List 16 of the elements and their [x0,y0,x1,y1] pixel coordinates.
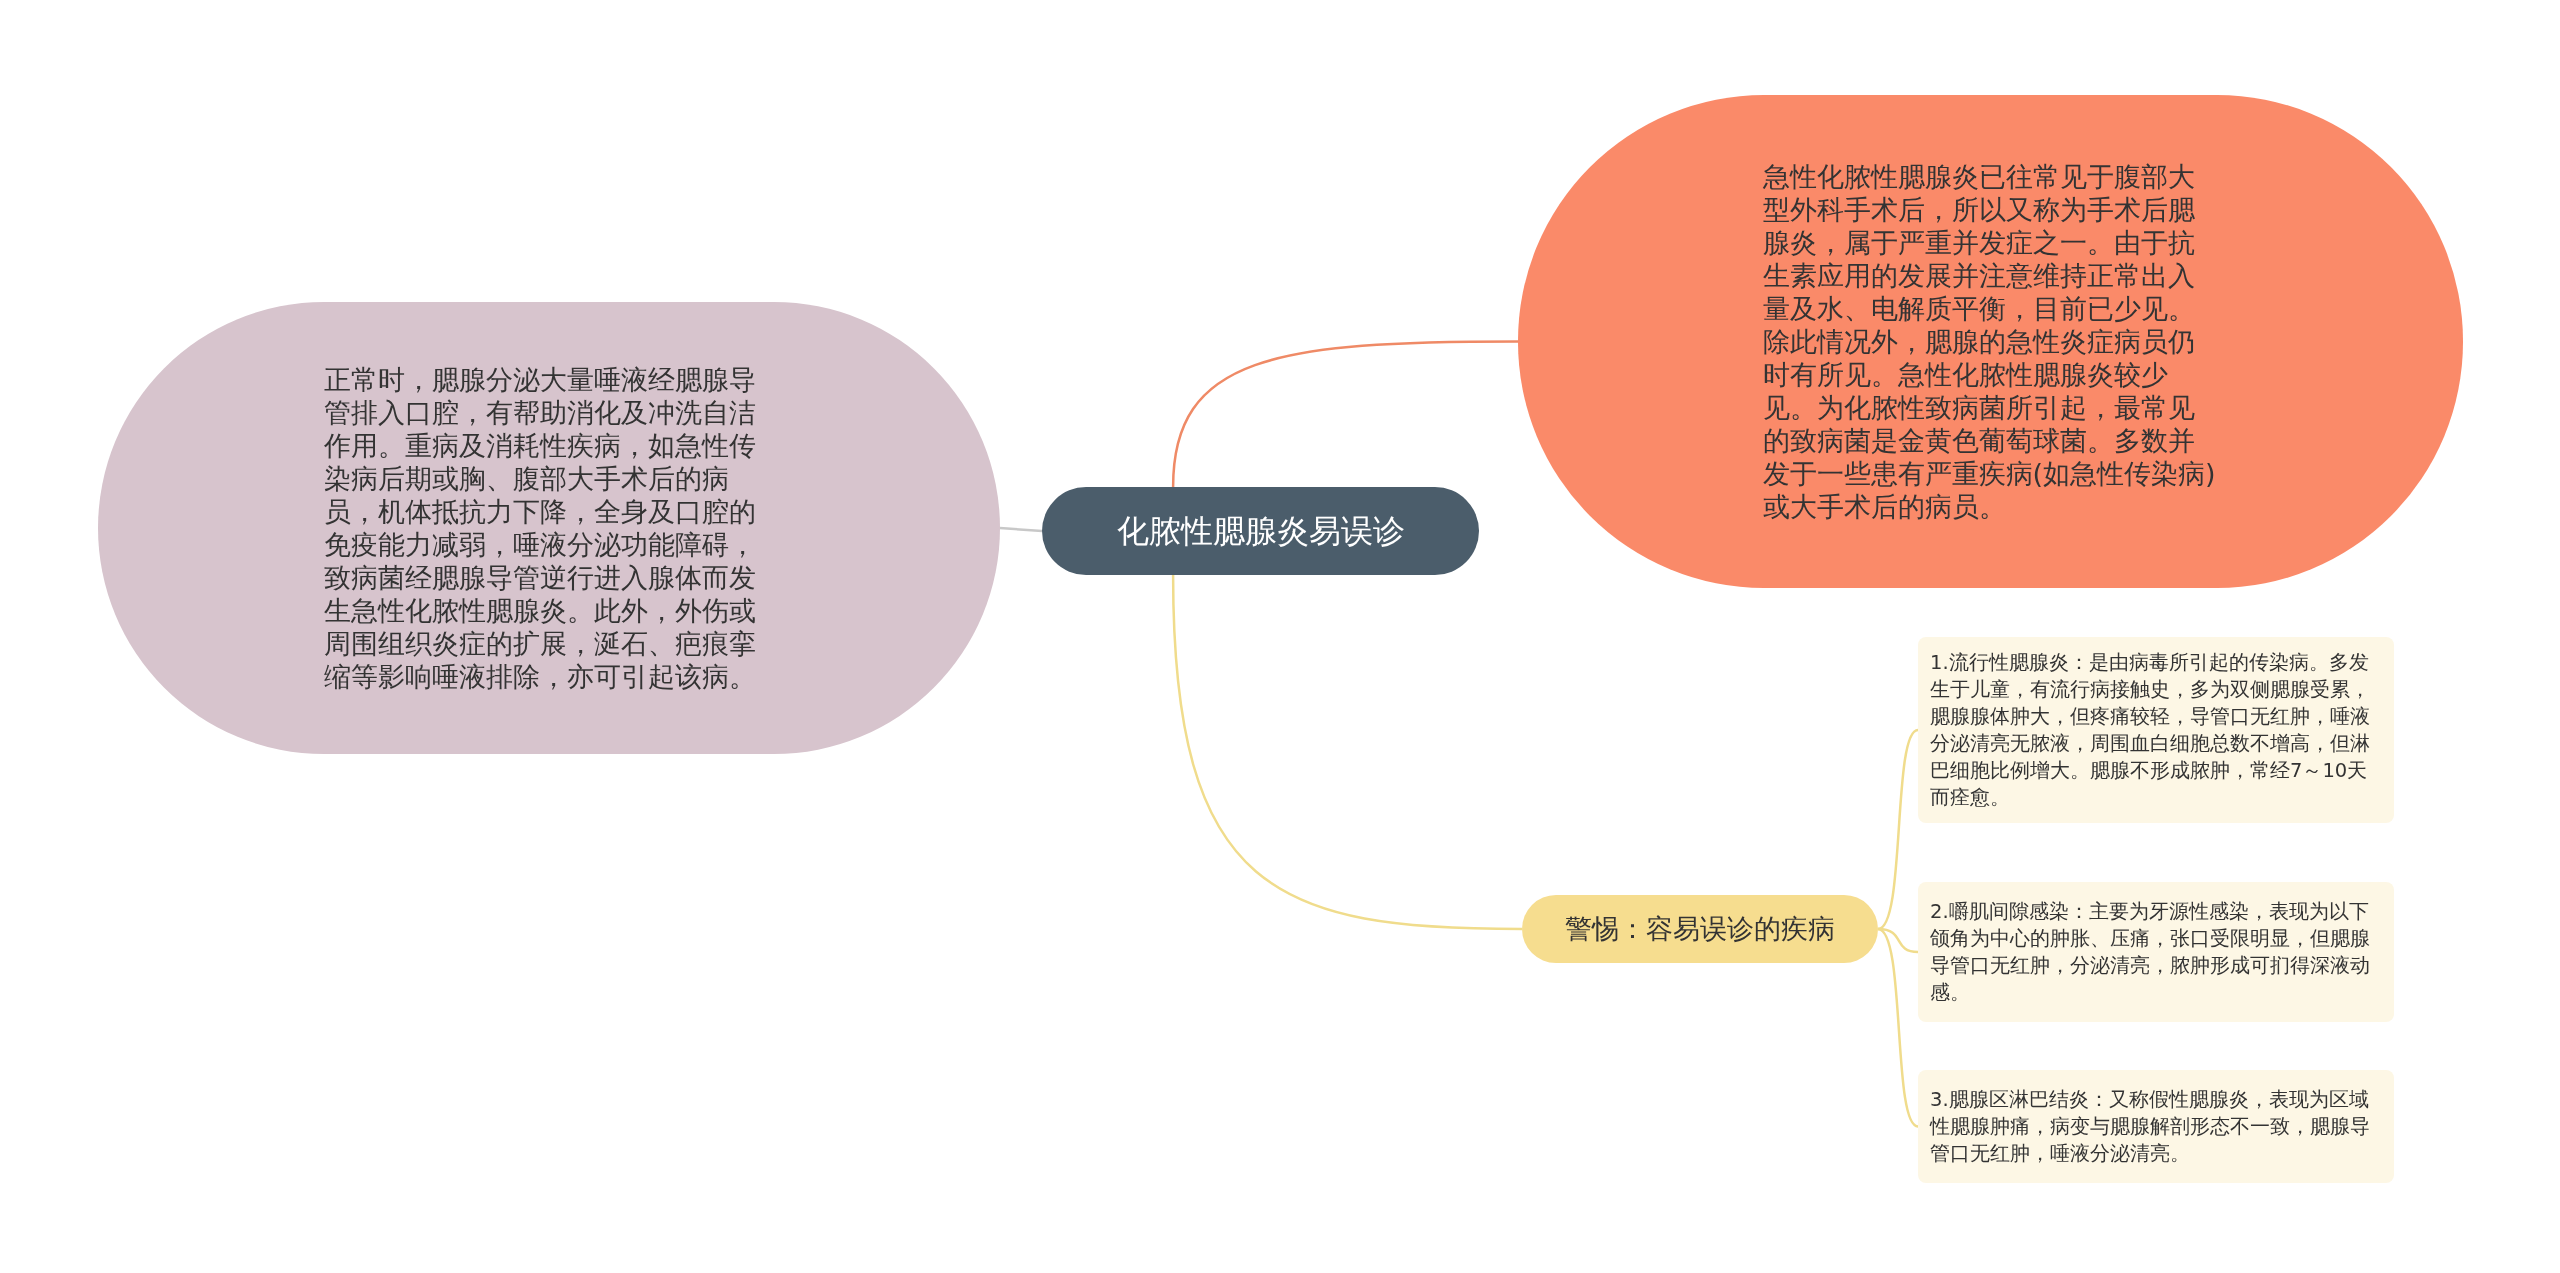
connector-line [1877,927,1919,954]
note-card [1918,637,2394,823]
connector-line [999,526,1043,533]
connector-line [1171,340,1518,488]
topic-title: 化脓性腮腺炎易误诊 [1116,511,1405,551]
topic-text: 2.嚼肌间隙感染：主要为牙源性感染，表现为以下颌角为中心的肿胀、压痛，张口受限明显，但腮腺导管口无红肿，分泌清亮，脓肿形成可扪得深液动感。 [1930,899,2371,1006]
topic-text: 急性化脓性腮腺炎已往常见于腹部大型外科手术后，所以又称为手术后腮腺炎，属于严重并发症之一。由于抗生素应用的发展并注意维持正常出入量及水、电解质平衡，目前已少见。除此情况外，腮腺的急性炎症病员仍时有所见。急性化脓性腮腺炎较少见。为化脓性致病菌所引起，最常见的致病菌是金黄色葡萄球菌。多数并发于一些患有严重疾病(如急性传染病)或大手术后的病员。 [1762,160,2217,523]
note-card [1918,882,2394,1022]
connector-line [1877,927,1919,1128]
note-card [1918,1070,2394,1183]
topic-text: 警惕：容易误诊的疾病 [1565,912,1835,946]
topic-text: 1.流行性腮腺炎：是由病毒所引起的传染病。多发生于儿童，有流行病接触史，多为双侧腮腺受累，腮腺腺体肿大，但疼痛较轻，导管口无红肿，唾液分泌清亮无脓液，周围血白细胞总数不增高，但淋巴细胞比例增大。腮腺不形成脓肿，常经7～10天而痊愈。 [1930,650,2371,811]
topic-text: 3.腮腺区淋巴结炎：又称假性腮腺炎，表现为区域性腮腺肿痛，病变与腮腺解剖形态不一致，腮腺导管口无红肿，唾液分泌清亮。 [1930,1087,2371,1167]
topic-text: 正常时，腮腺分泌大量唾液经腮腺导管排入口腔，有帮助消化及冲洗自洁作用。重病及消耗性疾病，如急性传染病后期或胸、腹部大手术后的病员，机体抵抗力下降，全身及口腔的免疫能力减弱，唾液分泌功能障碍，致病菌经腮腺导管逆行进入腺体而发生急性化脓性腮腺炎。此外，外伤或周围组织炎症的扩展，涎石、疤痕挛缩等影响唾液排除，亦可引起该病。 [324,363,757,693]
connector-line [1171,574,1522,931]
connector-line [1877,728,1919,931]
